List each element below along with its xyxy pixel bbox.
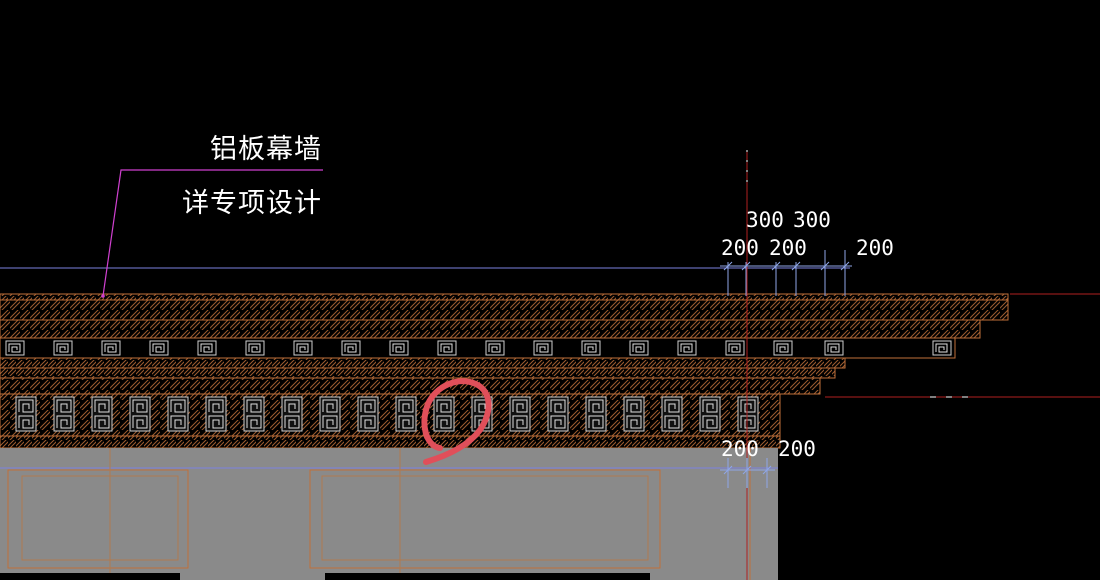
leader-dot xyxy=(101,294,105,298)
markup-circle xyxy=(421,378,492,465)
cornice-bands xyxy=(0,293,1009,449)
dim-label-300-right: 300 xyxy=(793,208,831,232)
dim-label-200-1: 200 xyxy=(721,236,759,260)
annotation-line-2: 详专项设计 xyxy=(182,188,322,219)
annotation-line-1: 铝板幕墙 xyxy=(210,134,322,165)
dim-label-bottom-200-1: 200 xyxy=(721,437,759,461)
dimension-ticks-bottom xyxy=(720,458,775,488)
dim-label-200-3: 200 xyxy=(856,236,894,260)
dimension-ticks-top xyxy=(720,250,852,296)
dim-label-300-left: 300 xyxy=(746,208,784,232)
dim-label-200-2: 200 xyxy=(769,236,807,260)
wall-elevation xyxy=(0,448,778,580)
annotation-leader-line xyxy=(102,169,323,297)
dim-label-bottom-200-2: 200 xyxy=(778,437,816,461)
